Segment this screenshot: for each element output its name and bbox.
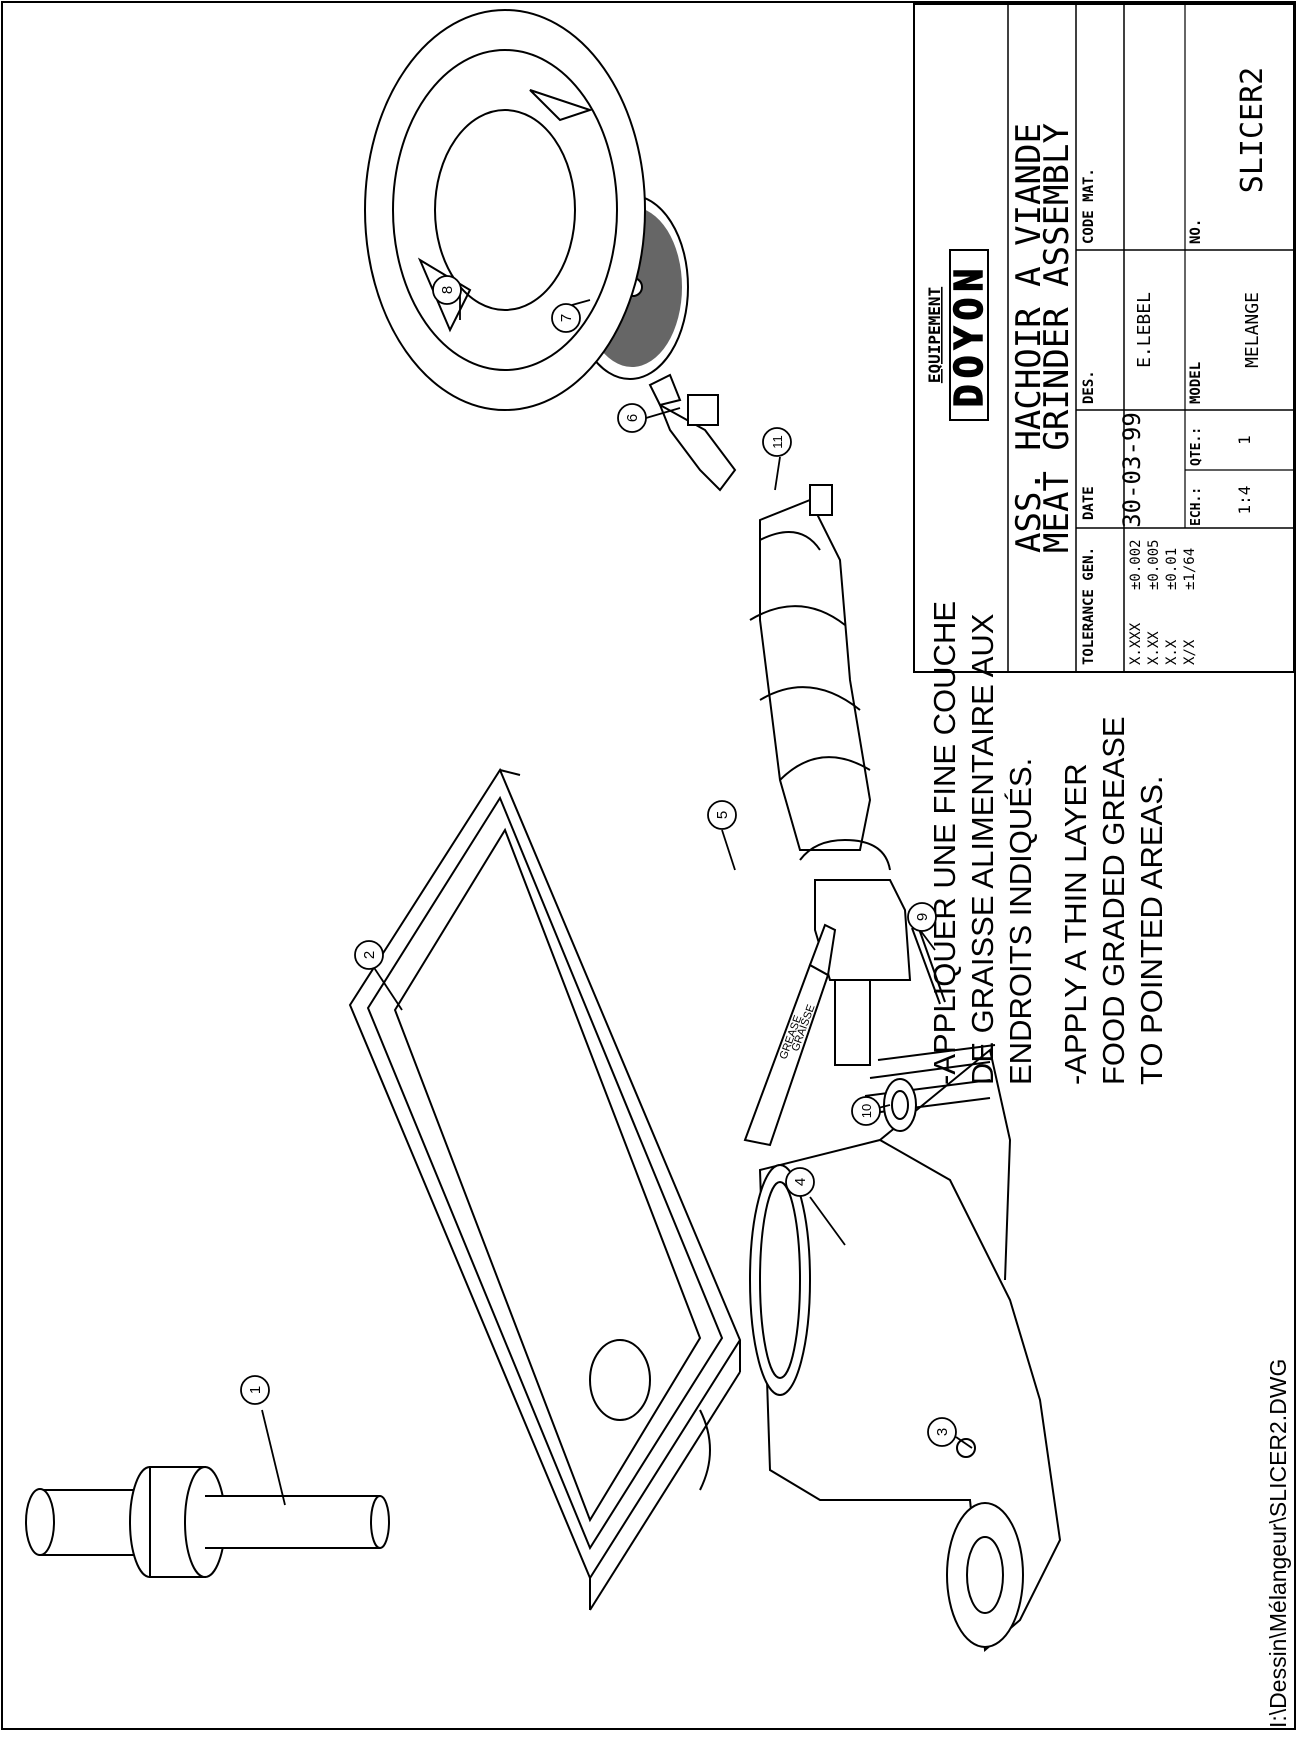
callout-5 [707, 800, 737, 830]
company-label: EQUIPEMENT [925, 287, 944, 383]
company-logo: DOYON [946, 249, 992, 421]
tolerance-fmt-4: X/X [1182, 639, 1198, 665]
callout-5-number: 5 [714, 811, 731, 819]
model-label: MODEL [1188, 362, 1204, 404]
note-en-line-2: FOOD GRADED GREASE [1096, 716, 1131, 1085]
part-washer-10 [883, 1078, 917, 1132]
callout-8-number: 8 [439, 286, 456, 294]
tolerance-val-1: ±0.002 [1128, 539, 1144, 590]
number-label: NO. [1188, 219, 1204, 244]
title-block [913, 3, 1295, 673]
tolerance-val-3: ±0.01 [1164, 548, 1180, 590]
qty-label: QTE.: [1189, 427, 1204, 466]
callout-numbers: 1 2 3 4 5 6 7 8 9 10 11 [247, 286, 951, 1436]
notes: -APPLIQUER UNE FINE COUCHE DE GRAISSE AL… [927, 601, 1169, 1085]
part-grinder-body [749, 1044, 1062, 1653]
designer-label: DES. [1081, 370, 1097, 404]
file-path: I:\Dessin\Mélangeur\SLICER2.DWG [1265, 1359, 1291, 1728]
callout-10-number: 10 [859, 1104, 874, 1118]
callout-3-number: 3 [934, 1428, 951, 1436]
callout-11-number: 11 [770, 435, 785, 449]
date-value: 30-03-99 [1118, 412, 1146, 528]
material-label: CODE MAT. [1081, 168, 1097, 244]
tolerance-fmt-2: X.XX [1146, 631, 1162, 665]
note-en-line-3: TO POINTED AREAS. [1134, 775, 1169, 1085]
note-fr-line-3: ENDROITS INDIQUÉS. [1003, 758, 1038, 1085]
tolerance-fmt-1: X.XXX [1128, 622, 1144, 665]
part-tray [348, 767, 742, 1611]
callout-6-number: 6 [624, 414, 641, 422]
model-value: MELANGE [1242, 292, 1263, 368]
callout-10 [851, 1096, 881, 1126]
tolerance-fmt-3: X.X [1164, 639, 1180, 665]
note-en-line-1: -APPLY A THIN LAYER [1058, 763, 1093, 1085]
callout-11 [762, 427, 792, 457]
svg-text:DOYON: DOYON [947, 263, 991, 407]
date-label: DATE [1081, 486, 1097, 520]
callout-7-number: 7 [558, 314, 575, 322]
note-fr-line-1: -APPLIQUER UNE FINE COUCHE [927, 601, 962, 1085]
scale-label: ECH.: [1189, 487, 1204, 526]
title-block-texts: EQUIPEMENT DOYON ASS. HACHOIR A VIANDE M… [925, 67, 1270, 665]
callout-4-number: 4 [792, 1178, 809, 1186]
callout-9-number: 9 [914, 913, 931, 921]
drawing-title-fr: ASS. HACHOIR A VIANDE [1009, 123, 1049, 553]
callout-7 [551, 303, 581, 333]
tolerance-val-2: ±0.005 [1146, 539, 1162, 590]
qty-value: 1 [1235, 435, 1254, 445]
designer-value: E.LEBEL [1134, 292, 1155, 368]
callout-4 [785, 1167, 815, 1197]
callout-balloons [240, 275, 957, 1447]
part-pusher [25, 1466, 390, 1578]
drawing-title-en: MEAT GRINDER ASSEMBLY [1037, 123, 1077, 553]
part-auger [749, 484, 912, 1066]
grease-tube: GREASE GRAISSE [743, 923, 837, 1147]
callout-1 [240, 1375, 270, 1405]
callout-3 [927, 1417, 957, 1447]
part-knife [648, 373, 737, 492]
callout-2-number: 2 [361, 951, 378, 959]
tolerance-label: TOLERANCE GEN. [1081, 547, 1097, 665]
callout-6 [617, 403, 647, 433]
scale-value: 1:4 [1235, 486, 1254, 515]
part-ring-9 [911, 925, 946, 1005]
callout-8 [432, 275, 462, 305]
tolerance-val-4: ±1/64 [1182, 548, 1198, 590]
note-fr-line-2: DE GRAISSE ALIMENTAIRE AUX [965, 613, 1000, 1085]
number-value: SLICER2 [1235, 67, 1270, 193]
callout-2 [354, 940, 384, 970]
callout-1-number: 1 [247, 1386, 264, 1394]
callout-9 [907, 902, 937, 932]
part-ring-nut [364, 9, 646, 411]
